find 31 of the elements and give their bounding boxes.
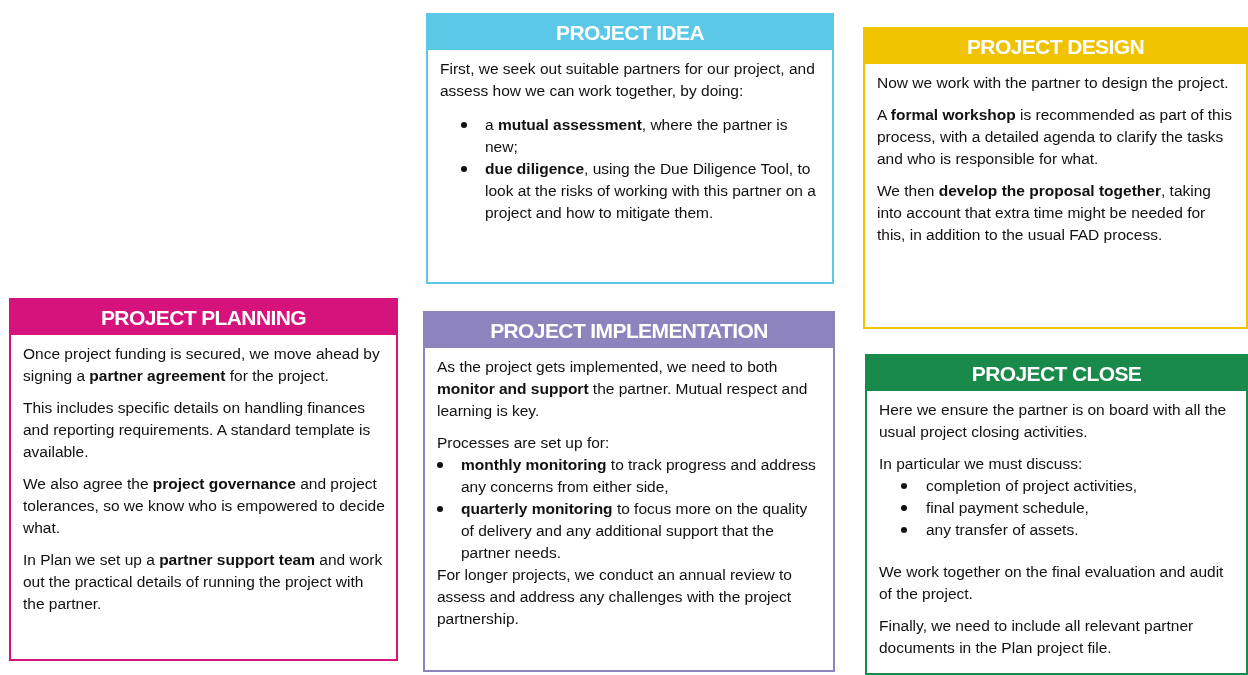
paragraph: We also agree the project governance and project tolerances, so we know who is empowered to decide what.	[23, 474, 386, 538]
info-card	[865, 354, 1248, 675]
bullet-item: final payment schedule,	[879, 497, 1236, 519]
info-card	[9, 298, 398, 661]
paragraph: A formal workshop is recommended as part of this process, with a detailed agenda to clarify the tasks and who is responsible for what.	[877, 105, 1233, 169]
card-heading: PROJECT IDEA	[428, 15, 832, 50]
bullet-item: completion of project activities,	[879, 475, 1236, 497]
bullet-item: any transfer of assets.	[879, 519, 1236, 541]
card-heading: PROJECT IMPLEMENTATION	[425, 313, 833, 348]
paragraph: Now we work with the partner to design the project.	[877, 73, 1230, 93]
card-heading: PROJECT DESIGN	[865, 29, 1246, 64]
paragraph: For longer projects, we conduct an annual review to assess and address any challenges with the project partnership.	[437, 565, 793, 629]
bullet-item: quarterly monitoring to focus more on the quality of delivery and any additional support that the partner needs.	[437, 498, 823, 564]
info-card	[863, 27, 1248, 329]
paragraph: Processes are set up for:	[437, 433, 611, 453]
paragraph: Once project funding is secured, we move ahead by signing a partner agreement for the project.	[23, 344, 381, 386]
bullet-item: due diligence, using the Due Diligence Tool, to look at the risks of working with this partner on a project and how to mitigate them.	[440, 158, 822, 224]
paragraph: Here we ensure the partner is on board with all the usual project closing activities.	[879, 400, 1228, 442]
paragraph: First, we seek out suitable partners for our project, and assess how we can work together, by doing:	[440, 59, 816, 101]
info-card	[423, 311, 835, 672]
paragraph: We work together on the final evaluation and audit of the project.	[879, 562, 1225, 604]
bullet-item: a mutual assessment, where the partner is new;	[440, 114, 822, 158]
card-heading: PROJECT CLOSE	[867, 356, 1246, 391]
paragraph: We then develop the proposal together, taking into account that extra time might be needed for this, in addition to the usual FAD process.	[877, 181, 1212, 245]
paragraph: This includes specific details on handling finances and reporting requirements. A standard template is available.	[23, 398, 372, 462]
paragraph: In particular we must discuss:	[879, 454, 1084, 474]
paragraph: In Plan we set up a partner support team and work out the practical details of running the project with the partner.	[23, 550, 384, 614]
paragraph: Finally, we need to include all relevant partner documents in the Plan project file.	[879, 616, 1195, 658]
info-card	[426, 13, 834, 284]
paragraph: As the project gets implemented, we need to both monitor and support the partner. Mutual respect and learning is key.	[437, 357, 809, 421]
card-heading: PROJECT PLANNING	[11, 300, 396, 335]
